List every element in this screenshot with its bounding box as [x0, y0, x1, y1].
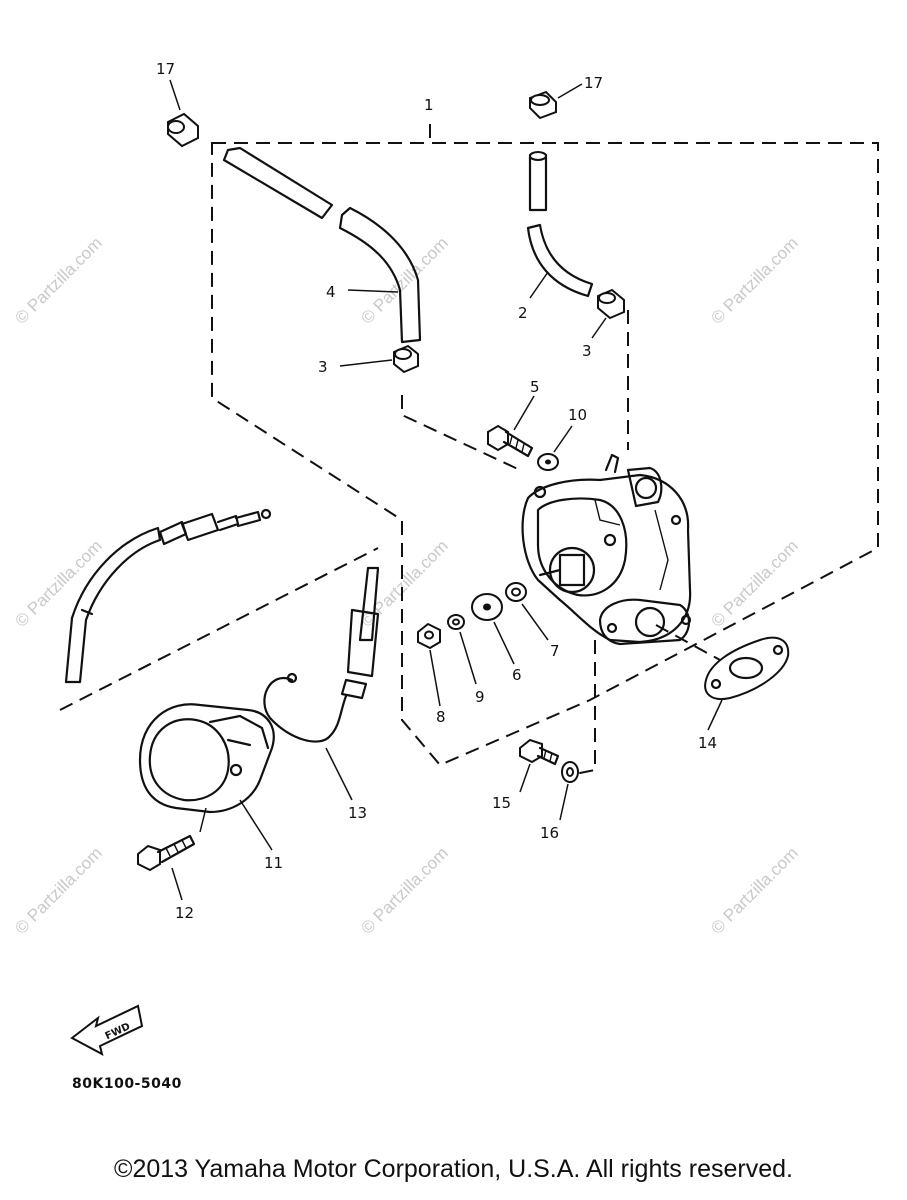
callout-labels: 1 2 3 3 4 5 6 7 8 9 10 11 12 13 14 15 16… [156, 60, 717, 922]
part-17-cap-right [529, 83, 583, 120]
callout-16: 16 [540, 824, 559, 842]
fwd-arrow-icon: FWD [70, 1004, 144, 1056]
assembly-boundary [59, 120, 879, 776]
part-6-plate [471, 593, 515, 665]
callout-15: 15 [492, 794, 511, 812]
callout-14: 14 [698, 734, 717, 752]
watermark: © Partzilla.com [11, 536, 105, 630]
oil-pump-body [521, 453, 692, 646]
callout-10: 10 [568, 406, 587, 424]
part-8-nut [417, 622, 441, 707]
part-2-hose [526, 151, 594, 299]
part-4-hose [222, 146, 422, 344]
callout-7: 7 [550, 642, 560, 660]
callout-1: 1 [424, 96, 434, 114]
part-code: 80K100-5040 [72, 1076, 182, 1092]
part-17-cap-left [167, 112, 199, 148]
part-3-collar-left [339, 344, 419, 374]
copyright-notice: ©2013 Yamaha Motor Corporation, U.S.A. A… [114, 1155, 793, 1183]
watermark: © Partzilla.com [11, 843, 105, 937]
callout-11: 11 [264, 854, 283, 872]
callout-2: 2 [518, 304, 528, 322]
part-11-cover [138, 703, 275, 851]
part-15-bolt [519, 738, 560, 793]
callout-12: 12 [175, 904, 194, 922]
watermark: © Partzilla.com [357, 536, 451, 630]
part-13-cable [263, 566, 380, 801]
part-9-washer [447, 614, 477, 685]
watermark: © Partzilla.com [11, 233, 105, 327]
callout-3-left: 3 [318, 358, 328, 376]
part-5-bolt [487, 395, 535, 458]
callout-3-right: 3 [582, 342, 592, 360]
watermark: © Partzilla.com [707, 233, 801, 327]
watermark: © Partzilla.com [357, 843, 451, 937]
part-14-gasket [704, 636, 790, 731]
callout-17-right: 17 [584, 74, 603, 92]
callout-9: 9 [475, 688, 485, 706]
callout-4: 4 [326, 283, 336, 301]
callout-17-left: 17 [156, 60, 175, 78]
part-3-collar-right [591, 288, 625, 339]
watermark: © Partzilla.com [707, 536, 801, 630]
callout-5: 5 [530, 378, 540, 396]
oil-pump-cable [64, 508, 272, 684]
part-16-washer [559, 761, 579, 821]
callout-8: 8 [436, 708, 446, 726]
callout-13: 13 [348, 804, 367, 822]
callout-6: 6 [512, 666, 522, 684]
watermarks: © Partzilla.com © Partzilla.com © Partzi… [11, 233, 801, 937]
part-12-bolt [137, 834, 196, 901]
part-10-washer [537, 425, 573, 471]
watermark: © Partzilla.com [707, 843, 801, 937]
part-7-washer [505, 582, 549, 641]
